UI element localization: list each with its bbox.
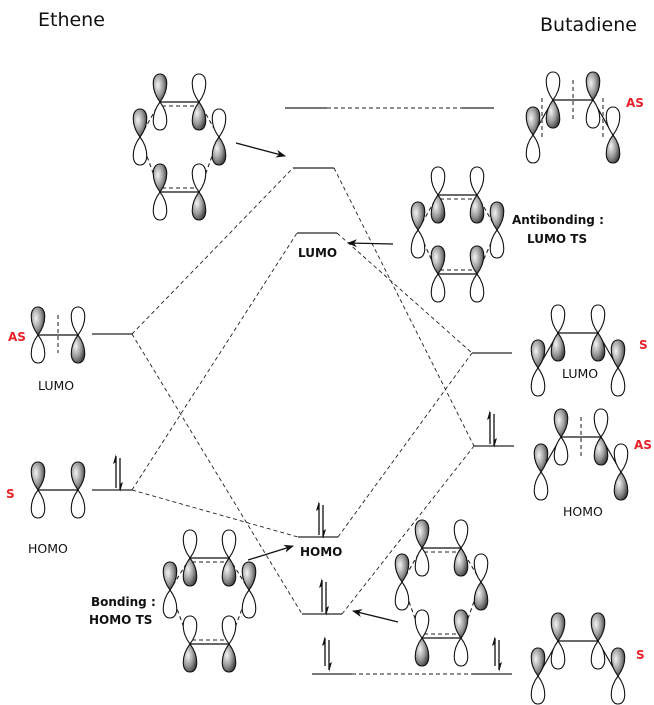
bonding-label: Bonding : — [91, 595, 156, 609]
electron-pairs — [113, 410, 502, 672]
butadiene-bottom-orbital — [530, 612, 626, 705]
antibonding-sub-label: LUMO TS — [527, 232, 587, 246]
symmetry-label: S — [639, 338, 648, 352]
arrow-icon — [235, 142, 286, 158]
symmetry-label: AS — [634, 438, 652, 452]
bonding-sub-label: HOMO TS — [89, 613, 152, 627]
ethene-lumo-orbital — [30, 306, 86, 364]
ts-orbital-lower — [394, 519, 489, 667]
ethene-homo-orbital — [30, 461, 86, 519]
butadiene-lumo-orbital — [530, 304, 626, 397]
butadiene-homo-label: HOMO — [563, 504, 603, 519]
correlation-lines — [131, 167, 475, 615]
arrow-icon — [352, 609, 399, 623]
arrow-icon — [247, 544, 294, 561]
symmetry-label: AS — [626, 96, 644, 110]
antibonding-label: Antibonding : — [512, 213, 604, 227]
symmetry-label: S — [6, 487, 15, 501]
symmetry-label: S — [636, 648, 645, 662]
ts-orbital-lumo — [410, 166, 505, 303]
electron-pair-icon — [316, 501, 326, 539]
energy-levels — [92, 107, 514, 675]
electron-pair-icon — [319, 578, 329, 616]
butadiene-top-orbital — [525, 71, 621, 164]
butadiene-homo-orbital — [533, 408, 629, 501]
ethene-title: Ethene — [38, 9, 105, 31]
ethene-lumo-label: LUMO — [38, 378, 74, 393]
butadiene-title: Butadiene — [540, 14, 637, 36]
ts-orbital-homo — [162, 529, 257, 673]
arrow-icon — [347, 239, 394, 248]
pointer-arrows — [235, 142, 399, 623]
butadiene-lumo-label: LUMO — [562, 366, 598, 381]
ts-orbital-top — [132, 73, 227, 221]
ts-lumo-label: LUMO — [298, 246, 337, 260]
ethene-homo-label: HOMO — [28, 541, 68, 556]
symmetry-label: AS — [8, 330, 26, 344]
electron-pair-icon — [487, 410, 497, 448]
electron-pair-icon — [322, 636, 332, 672]
electron-pair-icon — [113, 454, 123, 492]
electron-pair-icon — [492, 636, 502, 672]
ts-homo-label: HOMO — [300, 545, 342, 559]
